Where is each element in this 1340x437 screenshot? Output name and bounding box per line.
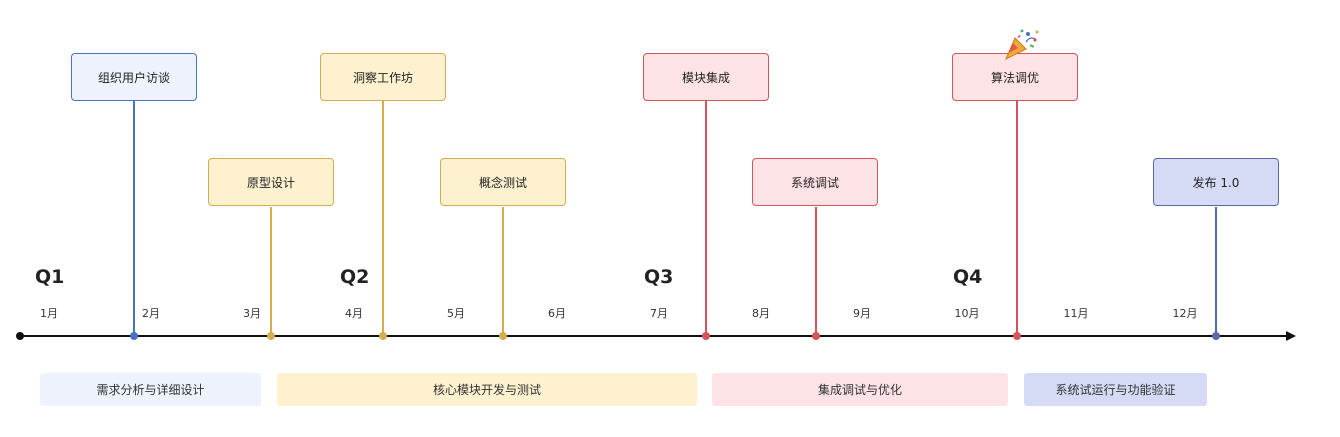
month-label: 11月 xyxy=(1063,307,1089,320)
month-label: 7月 xyxy=(650,307,668,320)
quarter-label-q2: Q2 xyxy=(340,266,370,288)
milestone-card[interactable]: 发布 1.0 xyxy=(1153,158,1279,206)
month-label: 10月 xyxy=(954,307,980,320)
timeline-start-dot xyxy=(16,332,24,340)
quarter-label-q3: Q3 xyxy=(644,266,674,288)
milestone-stem xyxy=(133,101,135,336)
phase-bar: 系统试运行与功能验证 xyxy=(1024,373,1207,406)
milestone-dot xyxy=(499,332,507,340)
timeline-axis xyxy=(20,335,1290,337)
milestone-stem xyxy=(815,207,817,336)
month-label: 3月 xyxy=(243,307,261,320)
month-label: 8月 xyxy=(752,307,770,320)
phase-bar: 核心模块开发与测试 xyxy=(277,373,697,406)
phase-bar: 需求分析与详细设计 xyxy=(40,373,261,406)
milestone-stem xyxy=(705,101,707,336)
milestone-card[interactable]: 系统调试 xyxy=(752,158,878,206)
milestone-card[interactable]: 算法调优 xyxy=(952,53,1078,101)
month-label: 5月 xyxy=(447,307,465,320)
milestone-card[interactable]: 模块集成 xyxy=(643,53,769,101)
quarter-label-q4: Q4 xyxy=(953,266,983,288)
milestone-card[interactable]: 概念测试 xyxy=(440,158,566,206)
milestone-stem xyxy=(1215,207,1217,336)
milestone-stem xyxy=(270,207,272,336)
milestone-dot xyxy=(379,332,387,340)
milestone-dot xyxy=(267,332,275,340)
month-label: 6月 xyxy=(548,307,566,320)
milestone-dot xyxy=(702,332,710,340)
milestone-stem xyxy=(502,207,504,336)
timeline-arrow-icon xyxy=(1286,330,1296,341)
milestone-dot xyxy=(130,332,138,340)
party-popper-icon xyxy=(1005,29,1039,61)
milestone-card[interactable]: 组织用户访谈 xyxy=(71,53,197,101)
milestone-dot xyxy=(1212,332,1220,340)
month-label: 2月 xyxy=(142,307,160,320)
milestone-card[interactable]: 洞察工作坊 xyxy=(320,53,446,101)
milestone-stem xyxy=(1016,101,1018,336)
milestone-stem xyxy=(382,101,384,336)
month-label: 4月 xyxy=(345,307,363,320)
milestone-dot xyxy=(812,332,820,340)
month-label: 12月 xyxy=(1172,307,1198,320)
month-label: 9月 xyxy=(853,307,871,320)
milestone-card[interactable]: 原型设计 xyxy=(208,158,334,206)
milestone-dot xyxy=(1013,332,1021,340)
quarter-label-q1: Q1 xyxy=(35,266,65,288)
month-label: 1月 xyxy=(40,307,58,320)
phase-bar: 集成调试与优化 xyxy=(712,373,1008,406)
